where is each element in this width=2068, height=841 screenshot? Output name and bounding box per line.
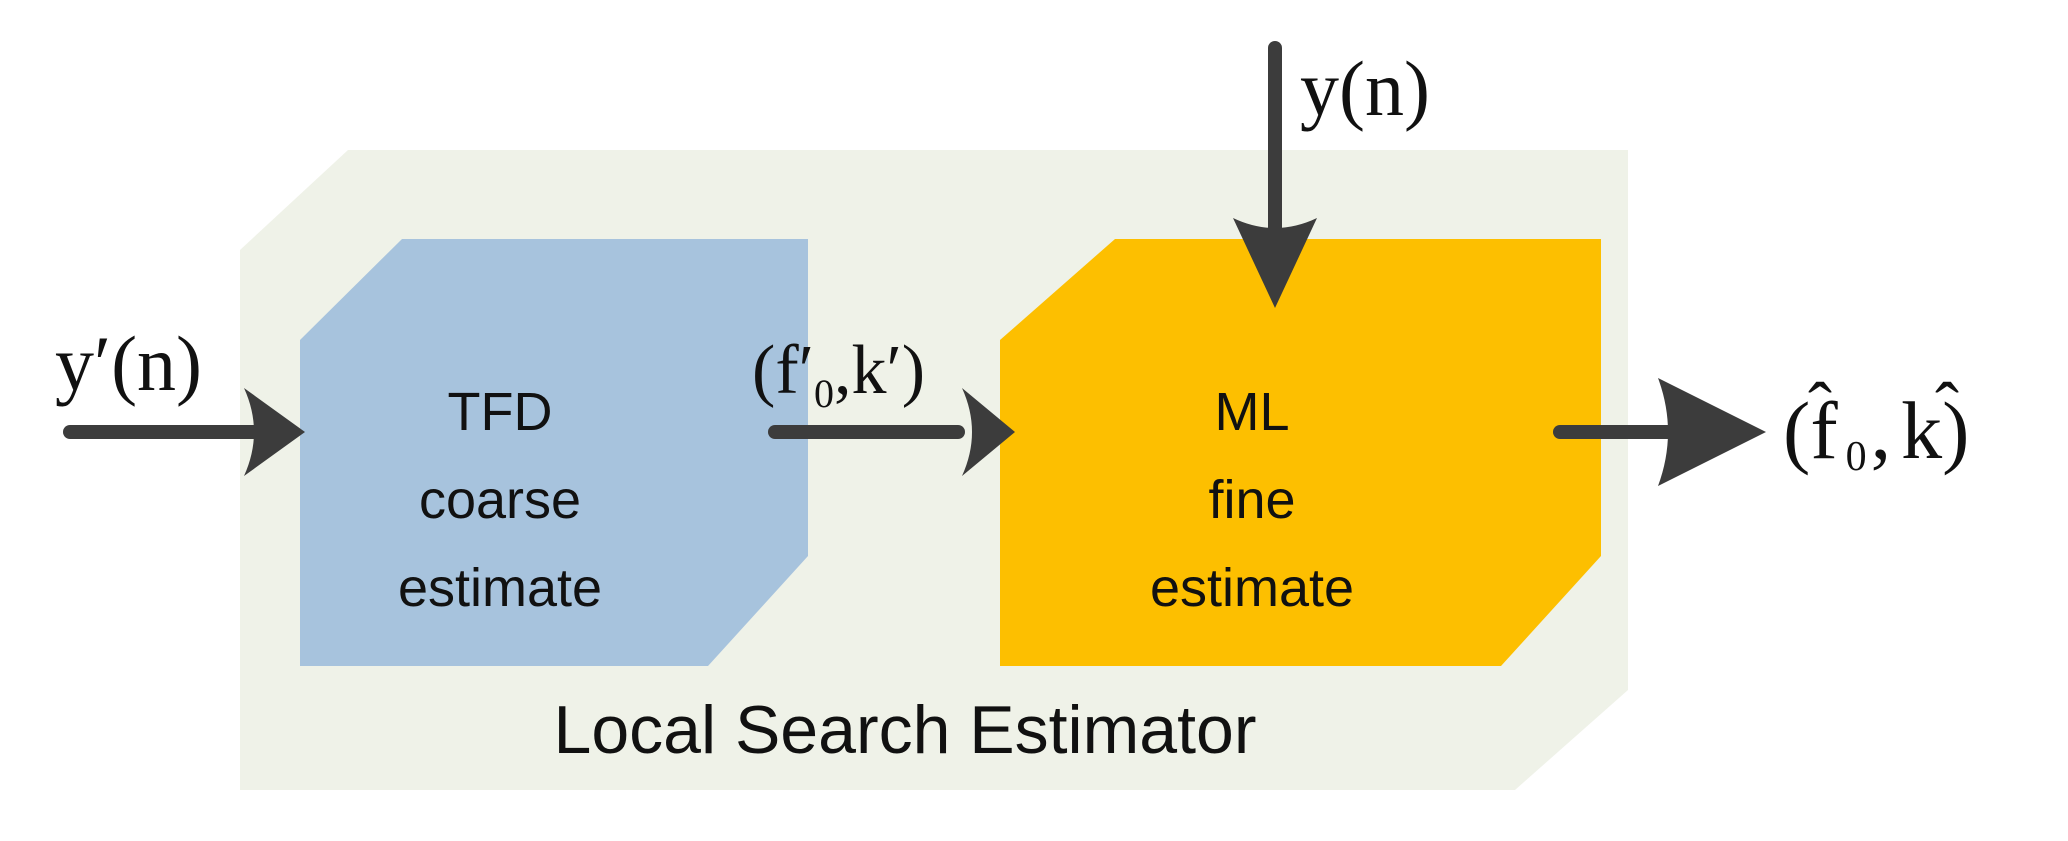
tfd-block-shape xyxy=(300,239,808,666)
tfd-label-line-1: TFD xyxy=(448,382,553,442)
arrow-input-prime-to-tfd xyxy=(63,388,305,476)
ml-label-line-2: fine xyxy=(1208,470,1295,530)
svg-text:(f0,k): (f0,k) xyxy=(1783,385,1969,480)
ml-block-shape xyxy=(1000,239,1601,666)
hat-mark-f: ˆ xyxy=(1808,368,1832,448)
signal-coarse-estimate: (f′0,k′) xyxy=(752,332,925,416)
tfd-block: TFD coarse estimate xyxy=(300,239,808,666)
arrow-input-to-ml xyxy=(1233,41,1317,308)
signal-input: y(n) xyxy=(1300,45,1430,132)
signal-input-prime: y′(n) xyxy=(55,320,202,407)
container-label: Local Search Estimator xyxy=(554,692,1257,768)
ml-label-line-1: ML xyxy=(1214,382,1289,442)
tfd-label-line-2: coarse xyxy=(419,470,581,530)
arrow-ml-to-output xyxy=(1553,378,1766,486)
tfd-label-line-3: estimate xyxy=(398,558,602,618)
arrow-tfd-to-ml xyxy=(768,388,1015,476)
hat-mark-k: ˆ xyxy=(1935,368,1959,448)
ml-block: ML fine estimate xyxy=(1000,239,1601,666)
ml-label-line-3: estimate xyxy=(1150,558,1354,618)
